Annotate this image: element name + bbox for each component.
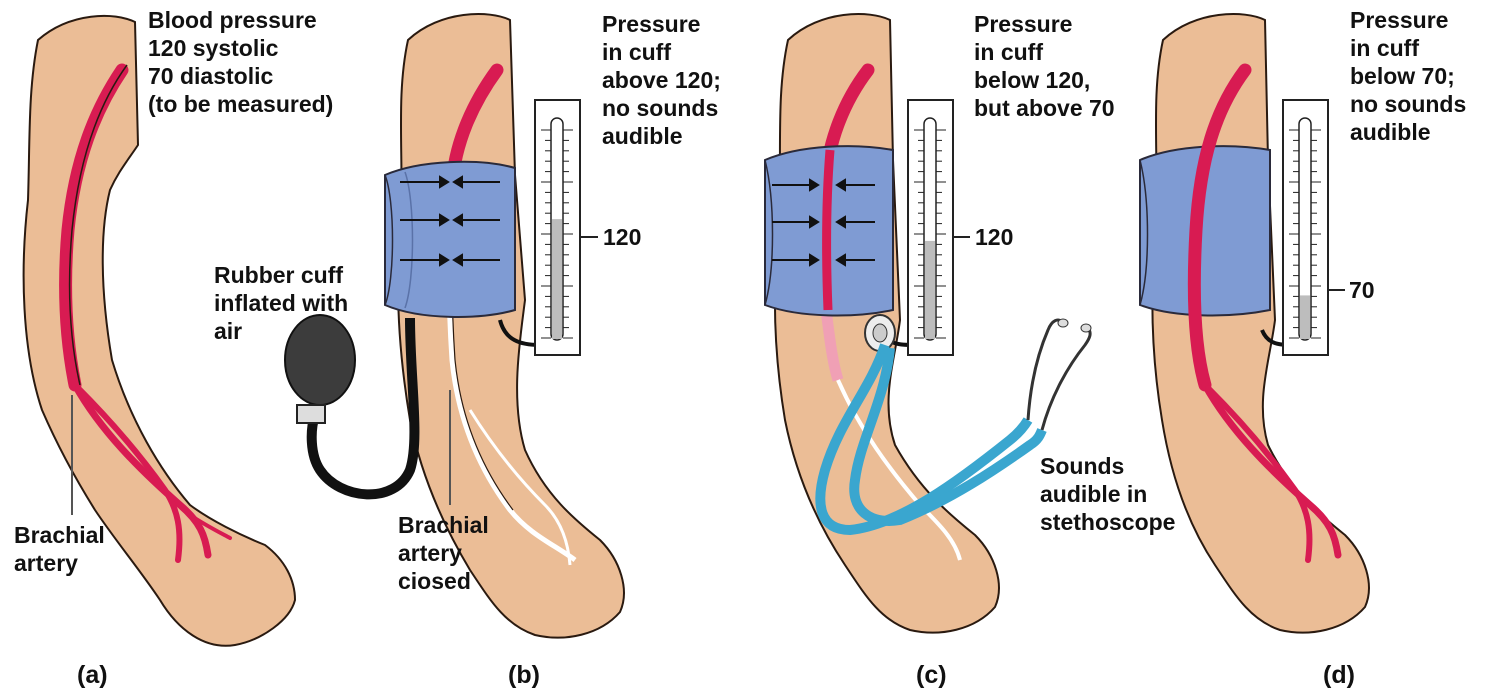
- panel-d-top-line-4: no sounds: [1350, 90, 1466, 118]
- panel-b-cuff-label: Rubber cuff inflated with air: [214, 261, 348, 345]
- panel-b-artery-line-2: artery: [398, 539, 489, 567]
- panel-c-top-label: Pressure in cuff below 120, but above 70: [974, 10, 1115, 122]
- panel-d-top-line-2: in cuff: [1350, 34, 1466, 62]
- panel-b-top-line-2: in cuff: [602, 38, 721, 66]
- panel-a-top-line-3: 70 diastolic: [148, 62, 333, 90]
- bulb-valve-b: [297, 405, 325, 423]
- gauge-b-mercury: [552, 219, 562, 339]
- panel-b-letter: (b): [508, 661, 540, 689]
- panel-d-top-label: Pressure in cuff below 70; no sounds aud…: [1350, 6, 1466, 146]
- panel-d-arm: [1140, 14, 1369, 633]
- panel-c-sound-label: Sounds audible in stethoscope: [1040, 452, 1175, 536]
- panel-b-cuff-line-1: Rubber cuff: [214, 261, 348, 289]
- panel-d-gauge-label: 70: [1349, 276, 1375, 304]
- panel-b-top-line-5: audible: [602, 122, 721, 150]
- panel-c-top-line-2: in cuff: [974, 38, 1115, 66]
- panel-d-top-line-3: below 70;: [1350, 62, 1466, 90]
- panel-d-letter: (d): [1323, 661, 1355, 689]
- panel-c-sound-line-2: audible in: [1040, 480, 1175, 508]
- panel-a-artery-label: Brachial artery: [14, 521, 105, 577]
- panel-c-top-line-1: Pressure: [974, 10, 1115, 38]
- panel-c-top-line-3: below 120,: [974, 66, 1115, 94]
- gauge-d-mercury: [1300, 295, 1310, 339]
- panel-a-artery-line-1: Brachial: [14, 521, 105, 549]
- panel-a-artery-line-2: artery: [14, 549, 105, 577]
- panel-a-letter: (a): [77, 661, 108, 689]
- panel-d-top-line-1: Pressure: [1350, 6, 1466, 34]
- panel-c-top-line-4: but above 70: [974, 94, 1115, 122]
- panel-c-sound-line-3: stethoscope: [1040, 508, 1175, 536]
- panel-a-top-line-4: (to be measured): [148, 90, 333, 118]
- panel-b-artery-label: Brachial artery ciosed: [398, 511, 489, 595]
- panel-c-gauge-label: 120: [975, 223, 1013, 251]
- panel-b-cuff-line-2: inflated with: [214, 289, 348, 317]
- panel-a-top-line-2: 120 systolic: [148, 34, 333, 62]
- panel-b-top-line-1: Pressure: [602, 10, 721, 38]
- panel-b-artery-line-1: Brachial: [398, 511, 489, 539]
- panel-b-artery-line-3: ciosed: [398, 567, 489, 595]
- cuff-b: [385, 162, 515, 317]
- panel-b-gauge-label: 120: [603, 223, 641, 251]
- panel-a-top-label: Blood pressure 120 systolic 70 diastolic…: [148, 6, 333, 118]
- panel-a-top-line-1: Blood pressure: [148, 6, 333, 34]
- artery-c-in-cuff: [827, 150, 830, 310]
- gauge-c-mercury: [925, 241, 935, 339]
- panel-b-top-line-3: above 120;: [602, 66, 721, 94]
- panel-c-letter: (c): [916, 661, 947, 689]
- panel-b-top-line-4: no sounds: [602, 94, 721, 122]
- panel-d-top-line-5: audible: [1350, 118, 1466, 146]
- panel-b-cuff-line-3: air: [214, 317, 348, 345]
- panel-b-top-label: Pressure in cuff above 120; no sounds au…: [602, 10, 721, 150]
- panel-c-sound-line-1: Sounds: [1040, 452, 1175, 480]
